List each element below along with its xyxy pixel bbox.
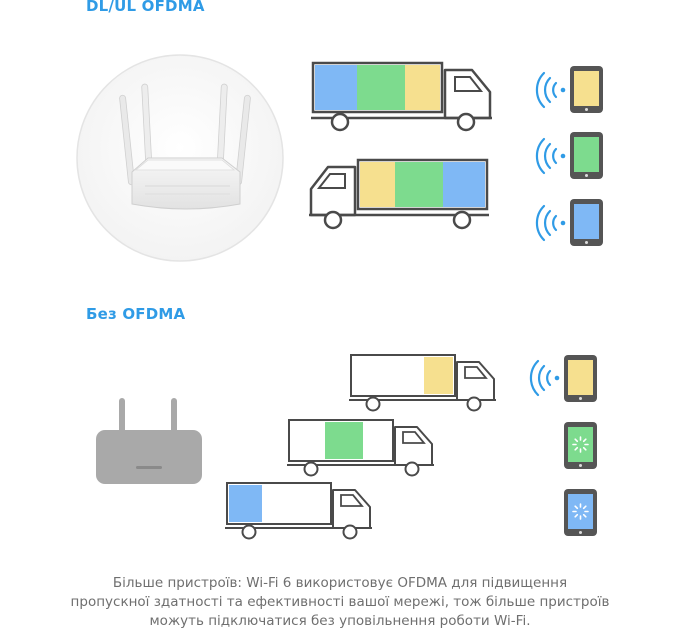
delivery-truck-icon [225,482,372,540]
blue-data-block [315,65,357,110]
yellow-data-block [360,162,395,207]
caption-line-2: пропускної здатності та ефективності ваш… [70,594,610,610]
delivery-truck-icon [287,419,434,477]
ofdma-description-caption: Більше пристроїв: Wi-Fi 6 використовує O… [40,574,640,631]
tablet-icon [570,132,603,179]
blue-data-block [229,485,262,522]
delivery-truck-icon [311,61,492,132]
tablet-icon [570,66,603,113]
tablet-icon [564,355,597,402]
yellow-data-block [405,65,440,110]
tablet-icon [570,199,603,246]
green-data-block [357,65,405,110]
router-icon [96,398,202,484]
green-data-block [325,422,363,459]
ofdma-section-title: DL/UL OFDMA [86,0,205,15]
delivery-truck-icon [309,158,489,230]
loading-spinner-icon [572,503,589,520]
green-data-block [395,162,443,207]
blue-data-block [443,162,485,207]
no-ofdma-section-title: Без OFDMA [86,305,186,323]
yellow-data-block [424,357,453,394]
wifi-router-icon [76,54,284,262]
loading-spinner-icon [572,436,589,453]
wifi-signal-icon [535,137,566,175]
wifi-signal-icon [535,204,566,242]
tablet-icon [564,422,597,469]
delivery-truck-icon [349,354,496,412]
wifi-signal-icon [529,359,560,397]
tablet-icon [564,489,597,536]
wifi-signal-icon [535,71,566,109]
caption-line-3: можуть підключатися без уповільнення роб… [149,613,531,629]
caption-line-1: Більше пристроїв: Wi-Fi 6 використовує O… [112,575,568,591]
